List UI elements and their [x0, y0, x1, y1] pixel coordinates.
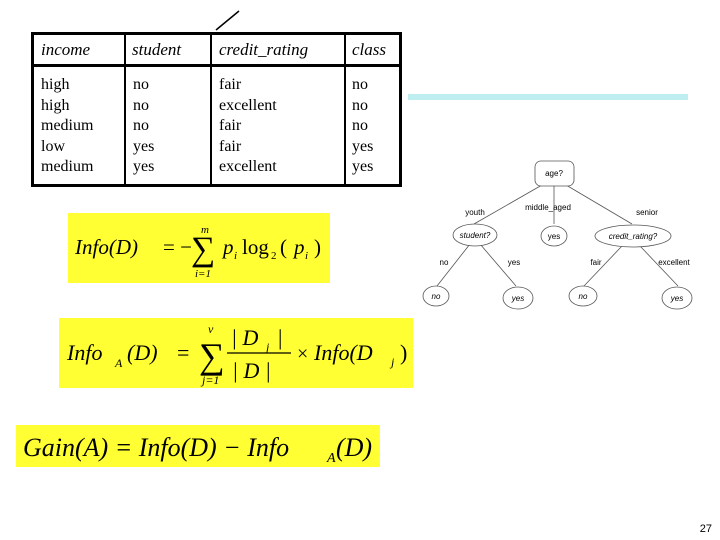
tree-branch-label: youth — [465, 208, 485, 217]
tree-edges — [436, 184, 679, 287]
tree-root-label: age? — [545, 169, 563, 178]
header-student: student — [132, 40, 182, 59]
info-a-lhs-arg: (D) — [127, 340, 158, 365]
tree-leaf-label: yes — [670, 294, 683, 303]
info-sum-upper: m — [201, 224, 209, 236]
tree-leaf-label: no — [432, 292, 441, 301]
decorative-slash — [215, 10, 240, 31]
table-cell: fair — [219, 76, 242, 93]
table-cell: yes — [352, 137, 374, 155]
header-credit-rating: credit_rating — [219, 40, 309, 59]
table-cell: medium — [41, 158, 94, 176]
info-sum-lower: i=1 — [195, 268, 211, 280]
tree-branch-label: yes — [508, 258, 520, 267]
info-a-sum-lower: j=1 — [200, 373, 219, 387]
table-cell: high — [41, 76, 70, 93]
tree-leaf — [502, 286, 534, 310]
tree-node-label: yes — [548, 232, 560, 241]
sigma-symbol: ∑ — [199, 336, 225, 376]
info-a-rhs-sub: j — [389, 355, 395, 369]
column-income: high high medium low medium — [41, 75, 93, 178]
column-credit-rating: fair excellent fair fair excellent — [219, 75, 277, 178]
info-a-lhs-sub: A — [114, 356, 123, 370]
info-a-times: × — [297, 343, 308, 365]
header-income: income — [41, 40, 91, 59]
header-class: class — [352, 40, 386, 59]
info-a-formula: Info A (D) = v ∑ j=1 | D j | | D | × Inf… — [59, 318, 413, 388]
table-cell: yes — [133, 137, 155, 155]
info-a-sum-upper: v — [208, 322, 214, 336]
info-log-base: 2 — [271, 250, 277, 262]
info-term-sub: i — [234, 250, 237, 262]
info-log: log — [242, 235, 269, 259]
info-a-lhs: Info — [66, 340, 102, 365]
info-lhs: Info(D) — [74, 235, 138, 259]
info-term: p — [221, 235, 234, 259]
tree-node-credit-rating — [594, 224, 672, 248]
info-paren-close: ) — [314, 235, 321, 259]
table-cell: no — [133, 76, 149, 93]
info-paren-open: ( — [280, 235, 287, 259]
sigma-symbol: ∑ — [191, 231, 215, 268]
table-cell: no — [352, 117, 368, 135]
tree-leaf — [661, 286, 693, 310]
decision-tree-diagram: age? youth middle_aged senior student? y… — [418, 158, 703, 313]
info-a-rhs: Info(D — [313, 340, 373, 365]
gain-sub: A — [326, 451, 336, 466]
table-cell: excellent — [219, 96, 277, 114]
tree-node-label: student? — [460, 231, 491, 240]
column-student: no no no yes yes — [133, 75, 154, 178]
table-cell: no — [352, 96, 368, 114]
tree-branch-label: middle_aged — [525, 203, 571, 212]
info-a-numerator-end: | — [278, 325, 282, 350]
table-cell: fair — [219, 117, 242, 135]
table-cell: medium — [41, 117, 94, 135]
info-arg-sub: i — [305, 250, 308, 262]
table-cell: yes — [133, 158, 155, 176]
table-cell: fair — [219, 137, 242, 155]
gain-end: (D) — [336, 433, 372, 462]
tree-leaf — [568, 285, 598, 307]
column-class: no no no yes yes — [352, 75, 373, 178]
tree-node-student — [452, 223, 498, 247]
cyan-rule — [408, 94, 688, 100]
info-arg: p — [292, 235, 305, 259]
training-data-table: income student credit_rating class high … — [31, 32, 402, 187]
table-cell: no — [133, 96, 149, 114]
tree-leaf — [422, 285, 450, 307]
info-a-rhs-end: ) — [400, 340, 407, 365]
table-cell: no — [352, 76, 368, 93]
tree-leaf-label: no — [579, 292, 588, 301]
tree-node-label: credit_rating? — [609, 232, 658, 241]
tree-branch-label: fair — [590, 258, 601, 267]
table-cell: high — [41, 96, 70, 114]
page-number: 27 — [699, 523, 712, 535]
table-cell: no — [133, 117, 149, 135]
info-a-numerator-sub: j — [264, 340, 270, 354]
tree-branch-label: excellent — [658, 258, 690, 267]
gain-formula: Gain(A) = Info(D) − Info A (D) — [16, 425, 380, 467]
info-a-op: = — [177, 340, 189, 365]
tree-leaf-label: yes — [511, 294, 524, 303]
info-op: = − — [163, 235, 192, 259]
tree-node-root — [534, 160, 575, 187]
info-a-numerator: | D — [231, 325, 259, 350]
table-cell: low — [41, 137, 65, 155]
gain-text: Gain(A) = Info(D) − Info — [23, 433, 289, 462]
tree-branch-label: senior — [636, 208, 658, 217]
table-cell: excellent — [219, 158, 277, 176]
table-cell: yes — [352, 158, 374, 176]
tree-node-middle-yes — [540, 225, 568, 247]
table-header-row — [34, 35, 399, 67]
info-a-denominator: | D | — [232, 358, 271, 383]
tree-branch-label: no — [440, 258, 449, 267]
info-formula: Info(D) = − m ∑ i=1 p i log 2 ( p i ) — [68, 213, 330, 283]
